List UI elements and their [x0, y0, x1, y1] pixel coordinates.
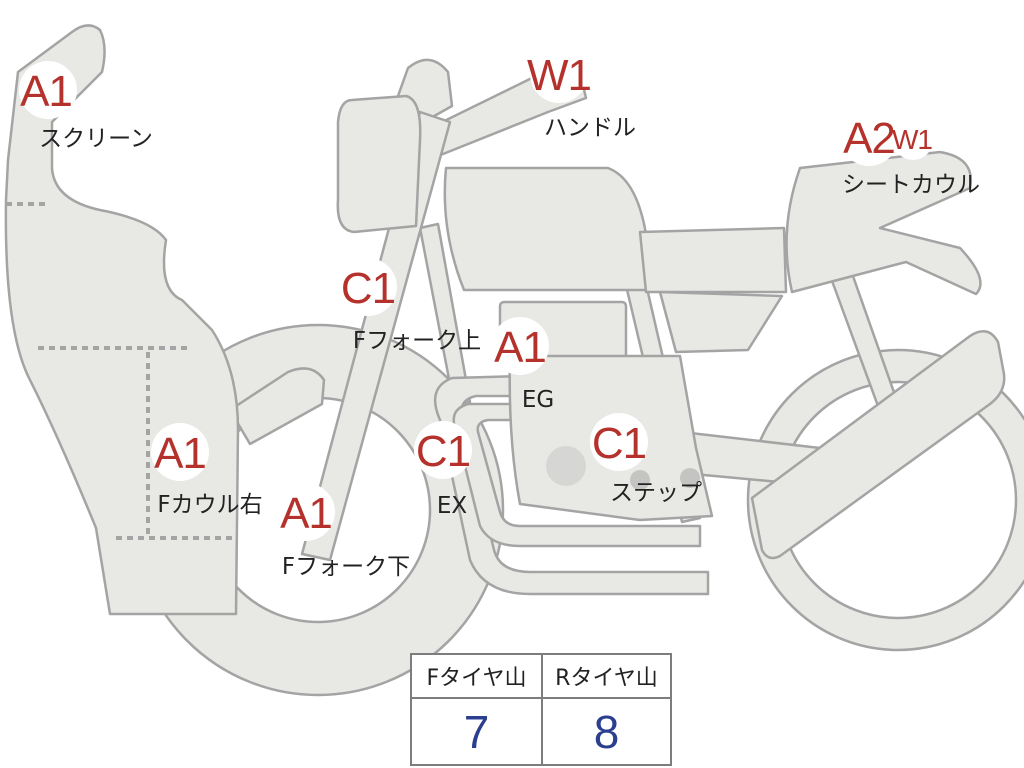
- fork-upper-damage-code: C1: [340, 264, 396, 313]
- headlight: [336, 94, 422, 234]
- engine-cover: [546, 446, 586, 486]
- marker-disc-fork-lower: [277, 483, 335, 541]
- seat: [638, 226, 788, 294]
- seat-cowl-damage-code: A2: [843, 114, 896, 163]
- marker-disc-seat-cowl: [840, 108, 898, 166]
- step-label: ステップ: [610, 480, 702, 506]
- fuel-tank: [443, 166, 650, 292]
- handle-label: ハンドル: [544, 115, 636, 141]
- front-tire-header: Fタイヤ山: [412, 655, 541, 699]
- exhaust-damage-code: C1: [415, 427, 471, 476]
- marker-disc-exhaust: [414, 421, 472, 479]
- step-peg-1: [630, 470, 650, 490]
- exhaust-label: EX: [436, 493, 468, 519]
- rear-tire-value: 8: [541, 699, 670, 764]
- exhaust-pipe-outer: [433, 374, 710, 596]
- seat-cowl-label: シートカウル: [842, 172, 980, 198]
- step-damage-code: C1: [591, 419, 647, 468]
- handle-damage-code: W1: [527, 51, 592, 100]
- screen-damage-code: A1: [20, 67, 73, 116]
- front-tire-value: 7: [463, 705, 490, 758]
- side-cover: [658, 290, 784, 354]
- muffler: [750, 329, 1006, 560]
- fork-lower-label: Fフォーク下: [281, 554, 411, 580]
- fork-upper-label: Fフォーク上: [352, 328, 482, 354]
- step-peg-2: [680, 468, 700, 488]
- marker-disc-cowl-right: [151, 423, 209, 481]
- marker-disc-engine: [491, 317, 549, 375]
- cowl-right-label: Fカウル右: [157, 492, 263, 518]
- marker-disc-step: [590, 413, 648, 471]
- marker-disc-fork-upper: [339, 258, 397, 316]
- front-fender: [228, 367, 326, 446]
- engine-damage-code: A1: [494, 323, 547, 372]
- tail-cowl: [785, 150, 982, 296]
- frame-loop: [418, 222, 472, 407]
- tire-tread-table: Fタイヤ山 Rタイヤ山 7 8: [410, 653, 672, 766]
- seat-cowl-secondary-code: W1: [892, 124, 933, 155]
- fork-lower-damage-code: A1: [280, 489, 333, 538]
- engine-label: EG: [521, 387, 555, 413]
- marker-disc-screen: [19, 61, 77, 119]
- rear-tire-header: Rタイヤ山: [541, 655, 670, 699]
- cowl-right-damage-code: A1: [154, 429, 207, 478]
- screen-label: スクリーン: [39, 126, 153, 152]
- marker-disc-seat-cowl-w: [893, 120, 933, 160]
- marker-disc-handle: [530, 45, 588, 103]
